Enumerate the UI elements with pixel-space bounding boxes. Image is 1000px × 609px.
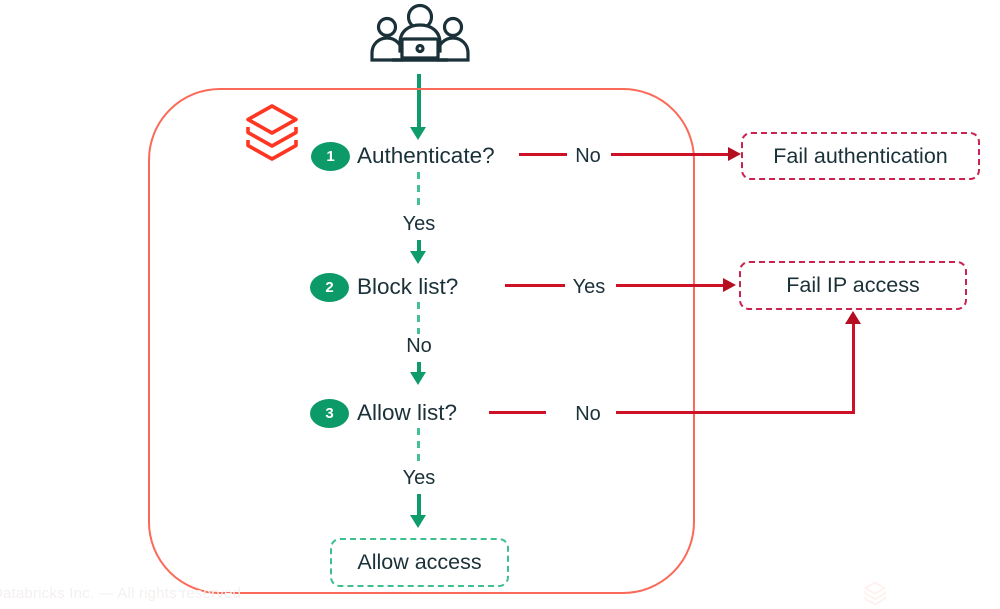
edge-label-authenticate-yes: Yes bbox=[402, 213, 436, 235]
step-2-badge: 2 bbox=[310, 273, 349, 302]
arrowhead-right-icon bbox=[728, 147, 741, 161]
connector-authenticate-yes-dashed bbox=[417, 172, 420, 210]
arrowhead-down-icon bbox=[409, 372, 426, 385]
arrowhead-right-icon bbox=[723, 278, 736, 292]
outcome-fail-ip-access: Fail IP access bbox=[739, 261, 967, 310]
edge-label-authenticate-no: No bbox=[575, 145, 601, 167]
arrow-authenticate-no-segment-1 bbox=[519, 153, 567, 156]
step-2-question: Block list? bbox=[357, 274, 459, 299]
arrowhead-down-icon bbox=[409, 251, 426, 264]
users-group-icon bbox=[370, 3, 470, 62]
step-3-badge: 3 bbox=[310, 399, 349, 428]
edge-label-blocklist-yes: Yes bbox=[572, 276, 606, 298]
step-1-badge: 1 bbox=[311, 142, 350, 171]
arrow-users-to-authenticate bbox=[417, 74, 421, 128]
arrow-authenticate-no-segment-2 bbox=[611, 153, 729, 156]
connector-allowlist-yes-solid bbox=[417, 494, 421, 517]
connector-blocklist-no-solid bbox=[417, 362, 421, 374]
edge-label-blocklist-no: No bbox=[406, 335, 432, 357]
step-3-question: Allow list? bbox=[357, 400, 458, 425]
copyright-footer: Databricks Inc. — All rights reserved bbox=[0, 585, 242, 602]
connector-allowlist-yes-dashed bbox=[417, 428, 420, 462]
arrowhead-down-icon bbox=[409, 515, 426, 528]
connector-authenticate-yes-solid bbox=[417, 240, 421, 253]
edge-label-allowlist-yes: Yes bbox=[402, 467, 436, 489]
arrow-blocklist-yes-segment-1 bbox=[505, 284, 565, 287]
arrow-blocklist-yes-segment-2 bbox=[616, 284, 724, 287]
databricks-logo-icon bbox=[246, 104, 298, 161]
outcome-fail-authentication: Fail authentication bbox=[741, 132, 980, 180]
databricks-logo-watermark-icon bbox=[864, 581, 886, 606]
step-1-question: Authenticate? bbox=[357, 143, 495, 168]
arrow-allowlist-no-segment-2 bbox=[616, 411, 855, 414]
arrowhead-up-icon bbox=[845, 311, 861, 324]
connector-blocklist-no-dashed bbox=[417, 302, 420, 334]
arrowhead-down-icon bbox=[409, 127, 426, 140]
arrow-allowlist-no-segment-1 bbox=[489, 411, 546, 414]
arrow-allowlist-no-vertical bbox=[851, 322, 855, 414]
edge-label-allowlist-no: No bbox=[575, 403, 601, 425]
outcome-allow-access: Allow access bbox=[330, 538, 509, 587]
network-boundary-frame bbox=[148, 88, 695, 594]
